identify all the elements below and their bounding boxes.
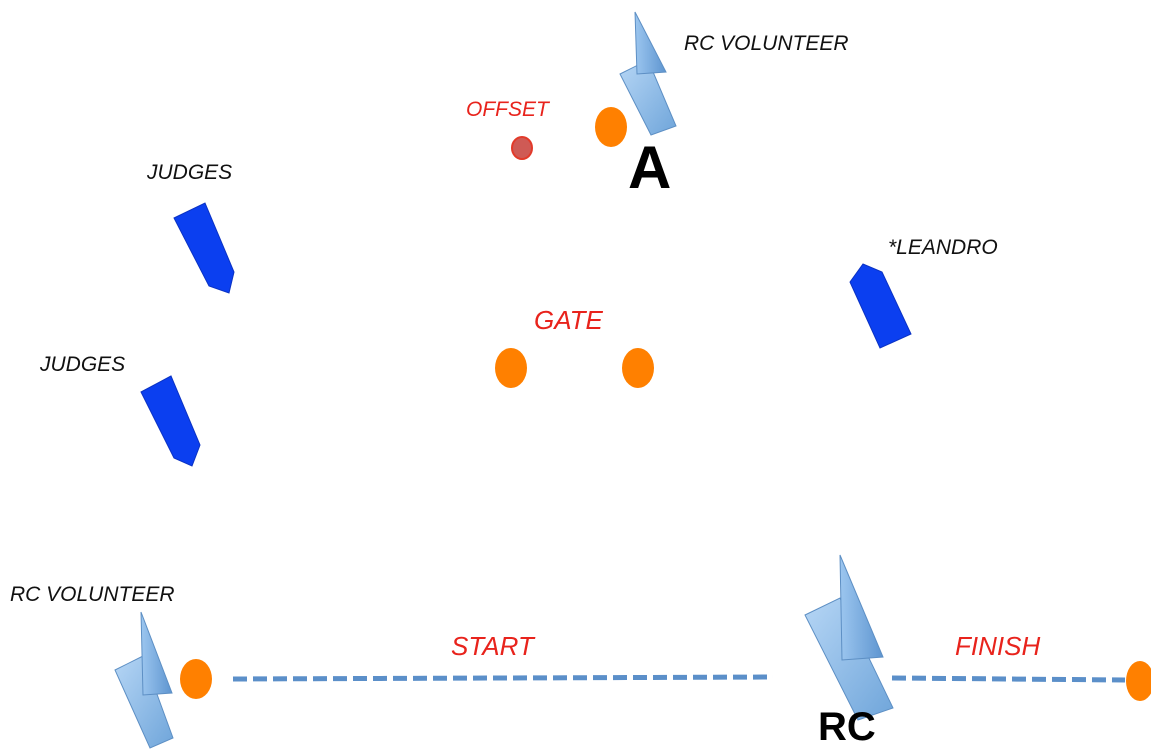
mark-a-buoy-icon (595, 107, 627, 147)
gate-right-buoy-icon (622, 348, 654, 388)
offset-label: OFFSET (466, 98, 549, 121)
rc-volunteer-top-label: RC VOLUNTEER (684, 32, 849, 55)
rc-volunteer-top-boat-icon (619, 11, 677, 136)
rc-volunteer-bottom-boat-icon (114, 611, 174, 749)
mark-a-label: A (628, 134, 672, 201)
rc-boat-icon (804, 554, 894, 721)
start-label: START (451, 631, 534, 661)
start-buoy-icon (180, 659, 212, 699)
finish-label: FINISH (955, 631, 1041, 661)
rc-volunteer-bottom-label: RC VOLUNTEER (10, 583, 175, 606)
judges-label-1: JUDGES (147, 161, 233, 184)
leandro-label: *LEANDRO (888, 236, 998, 259)
gate-label: GATE (534, 305, 603, 335)
judges-boat-2-icon (140, 375, 201, 467)
offset-buoy-icon (511, 136, 533, 160)
finish-line (891, 675, 1126, 683)
start-line (232, 674, 774, 682)
finish-buoy-icon (1126, 661, 1151, 701)
judges-label-2: JUDGES (40, 353, 126, 376)
gate-left-buoy-icon (495, 348, 527, 388)
judges-boat-1-icon (173, 202, 235, 294)
rc-label: RC (818, 705, 876, 749)
leandro-boat-icon (849, 263, 912, 349)
